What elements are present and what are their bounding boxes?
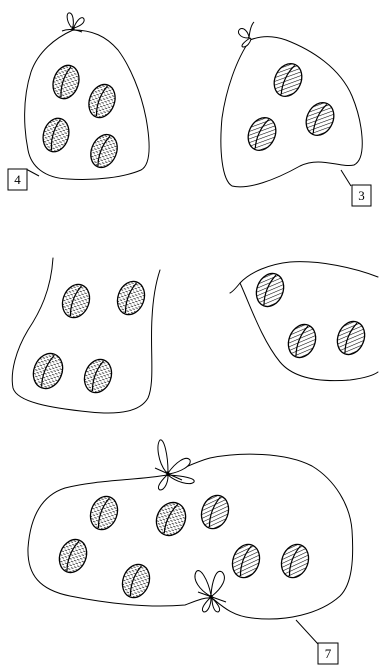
bean: [277, 541, 313, 582]
bean-group-3: 3: [221, 22, 371, 206]
group-outline: [25, 30, 150, 180]
label-4: 4: [8, 169, 39, 190]
bean-group-middle-right: [230, 262, 378, 381]
bean: [269, 59, 307, 101]
bean: [55, 535, 92, 576]
label-3: 3: [341, 170, 371, 206]
bean: [197, 492, 233, 533]
bean: [284, 320, 321, 361]
bean: [86, 131, 122, 172]
bean-group-middle-left: [12, 258, 160, 413]
bean-group-4: 4: [8, 13, 149, 190]
bean: [86, 493, 122, 534]
label-7: 7: [296, 620, 338, 664]
bean: [80, 356, 116, 397]
tie-icon: [238, 22, 254, 47]
label-7-text: 7: [325, 646, 332, 661]
bean: [39, 115, 72, 155]
label-4-text: 4: [14, 172, 21, 187]
tie-icon: [155, 440, 194, 490]
bean: [118, 561, 154, 602]
group-outline: [221, 37, 362, 187]
bean: [151, 498, 191, 541]
group-outline: [12, 258, 160, 413]
label-3-text: 3: [358, 188, 365, 203]
bean: [28, 349, 67, 393]
bean: [84, 81, 119, 122]
bean: [243, 113, 281, 155]
bean: [49, 62, 83, 102]
bean: [228, 541, 264, 582]
bean: [333, 317, 370, 358]
bean: [58, 281, 94, 322]
bean: [301, 98, 339, 140]
tie-icon: [62, 13, 84, 32]
bean-group-7: 7: [28, 440, 353, 664]
bean: [113, 278, 149, 319]
bean: [252, 269, 289, 310]
